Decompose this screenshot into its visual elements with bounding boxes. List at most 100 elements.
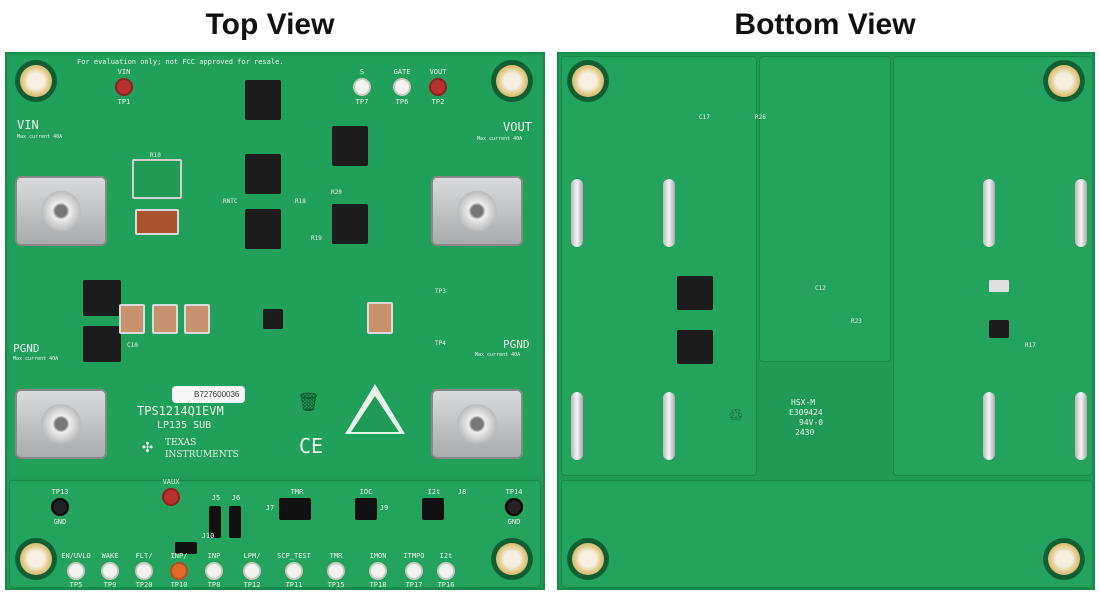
j9-label: J9: [379, 504, 389, 512]
testpoint-tp9[interactable]: [101, 562, 119, 580]
testpoint-tp10[interactable]: [170, 562, 188, 580]
bottom-signal-strip: [561, 480, 1093, 588]
testpoint-name: TMR: [329, 552, 343, 560]
board-model: TPS1214Q1EVM: [137, 404, 224, 418]
refdes-tp3: TP3: [435, 288, 446, 295]
serial-label: B727600036: [172, 386, 246, 403]
mounting-hole: [567, 538, 609, 580]
testpoint-tp5[interactable]: [67, 562, 85, 580]
j10-label: J10: [201, 532, 215, 540]
pgnd-left-terminal-lug: [15, 389, 107, 459]
diode-d2: [989, 280, 1009, 292]
refdes-r26: R26: [755, 114, 766, 121]
jumper-j5[interactable]: [209, 506, 221, 538]
pgnd-right-label: PGND: [503, 338, 530, 351]
marking-line-2: E309424: [789, 408, 823, 417]
testpoint-id: TP17: [405, 581, 423, 589]
lug-rivet: [663, 392, 675, 460]
jumper-j7-tmr[interactable]: [279, 498, 311, 520]
brand-line2: INSTRUMENTS: [165, 450, 239, 460]
testpoint-tp12[interactable]: [243, 562, 261, 580]
testpoint-tp6[interactable]: [393, 78, 411, 96]
testpoint-name: S: [359, 68, 365, 76]
testpoint-id: TP9: [103, 581, 117, 589]
testpoint-id: TP6: [395, 98, 409, 106]
bottom-left-plane: [561, 56, 757, 476]
testpoint-name: LPM/: [243, 552, 261, 560]
inductor-d8: [135, 209, 179, 235]
lug-rivet: [571, 179, 583, 247]
pgnd-left-label: PGND: [13, 342, 40, 355]
testpoint-tp8[interactable]: [205, 562, 223, 580]
mounting-hole: [15, 60, 57, 102]
signal-strip: [9, 480, 541, 588]
testpoint-tp16[interactable]: [437, 562, 455, 580]
lug-rivet: [1075, 179, 1087, 247]
testpoint-name: INP: [207, 552, 221, 560]
ce-mark: CE: [299, 434, 324, 458]
testpoint-id: TP20: [135, 581, 153, 589]
pgnd-right-terminal-lug: [431, 389, 523, 459]
mounting-hole: [567, 60, 609, 102]
capacitor-c10: [119, 304, 145, 334]
lug-rivet: [983, 179, 995, 247]
testpoint-tp15[interactable]: [327, 562, 345, 580]
testpoint-id: TP15: [327, 581, 345, 589]
testpoint-id: TP10: [170, 581, 188, 589]
vaux-label: VAUX: [162, 478, 180, 486]
testpoint-tp20[interactable]: [135, 562, 153, 580]
testpoint-name: GATE: [393, 68, 411, 76]
testpoint-tp18[interactable]: [369, 562, 387, 580]
diode-d3: [677, 276, 713, 310]
refdes-rntc: RNTC: [223, 198, 238, 205]
jumper-j9-ioc[interactable]: [355, 498, 377, 520]
testpoint-name: WAKE: [101, 552, 119, 560]
testpoint-name: ITMPO: [403, 552, 425, 560]
testpoint-id: TP18: [369, 581, 387, 589]
testpoint-id: TP8: [207, 581, 221, 589]
marking-line-4: 2430: [795, 428, 815, 437]
testpoint-tp14[interactable]: [505, 498, 523, 516]
jumper-j10[interactable]: [175, 542, 197, 554]
refdes-c10: C10: [127, 342, 138, 349]
lug-rivet: [663, 179, 675, 247]
jumper-j8-i2t[interactable]: [422, 498, 444, 520]
j7-label: J7: [265, 504, 275, 512]
pgnd-right-max-current: Max current 40A: [475, 352, 521, 358]
testpoint-id: TP5: [69, 581, 83, 589]
testpoint-id: TP16: [437, 581, 455, 589]
testpoint-vaux[interactable]: [162, 488, 180, 506]
mosfet-q3: [245, 154, 281, 194]
board-sub: LP135 SUB: [157, 420, 212, 431]
refdes-r23: R23: [851, 318, 862, 325]
ti-logo-icon: ✣: [142, 436, 153, 457]
testpoint-tp17[interactable]: [405, 562, 423, 580]
testpoint-tp7[interactable]: [353, 78, 371, 96]
jumper-j6[interactable]: [229, 506, 241, 538]
testpoint-id: TP12: [243, 581, 261, 589]
testpoint-name: EN/UVLO: [61, 552, 91, 560]
top-view-board: For evaluation only; not FCC approved fo…: [5, 52, 545, 590]
refdes-r19: R19: [311, 235, 322, 242]
testpoint-tp2[interactable]: [429, 78, 447, 96]
diode-d6: [677, 330, 713, 364]
resistor-r10: [132, 159, 182, 199]
brand-line1: TEXAS: [165, 438, 197, 448]
testpoint-id: TP7: [355, 98, 369, 106]
capacitor-c9: [152, 304, 178, 334]
tmr-label: TMR: [290, 488, 304, 496]
capacitor-c7: [367, 302, 393, 334]
mounting-hole: [15, 538, 57, 580]
mounting-hole: [1043, 538, 1085, 580]
mounting-hole: [491, 60, 533, 102]
vout-terminal-lug: [431, 176, 523, 246]
vin-label: VIN: [17, 118, 39, 132]
vout-max-current: Max current 40A: [477, 136, 523, 142]
bottom-view-title: Bottom View: [734, 8, 916, 41]
testpoint-tp13[interactable]: [51, 498, 69, 516]
testpoint-tp11[interactable]: [285, 562, 303, 580]
lug-rivet: [983, 392, 995, 460]
testpoint-name: VIN: [117, 68, 131, 76]
disclaimer-text: For evaluation only; not FCC approved fo…: [77, 58, 284, 66]
testpoint-tp1[interactable]: [115, 78, 133, 96]
